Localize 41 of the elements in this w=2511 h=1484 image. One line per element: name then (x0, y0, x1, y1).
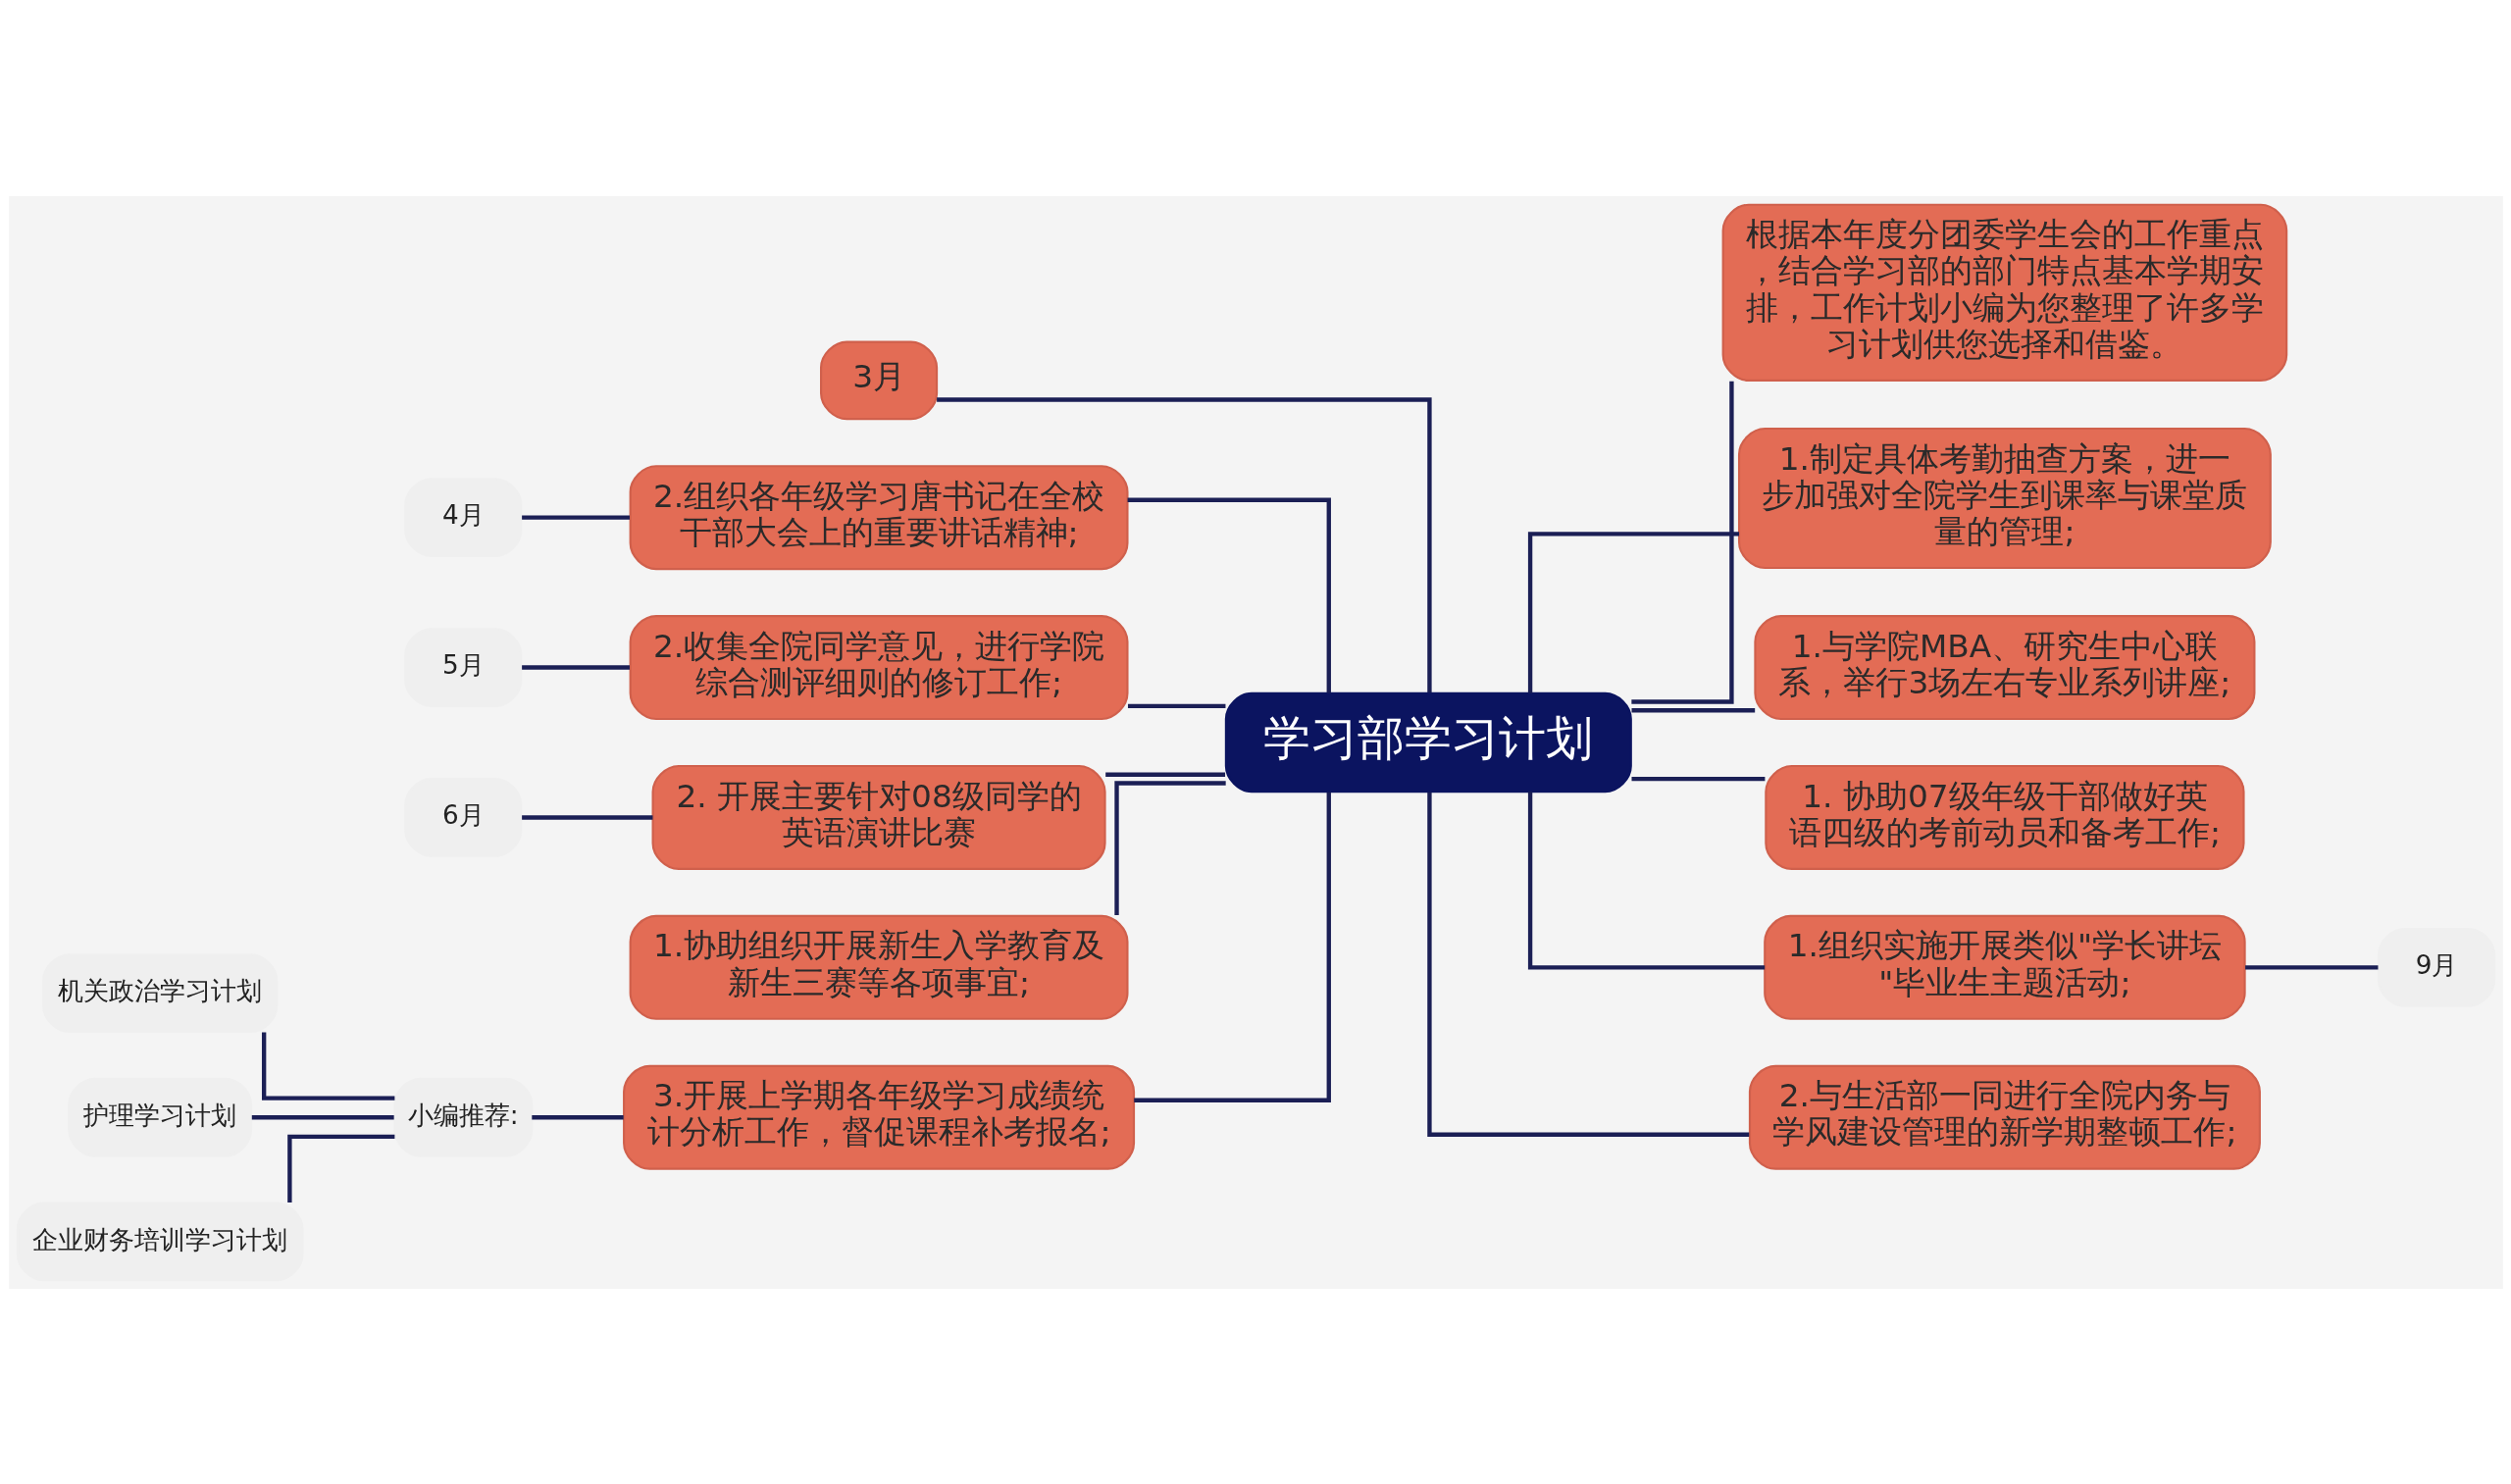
connector (521, 664, 630, 670)
connector (1426, 792, 1749, 1137)
node-text: 4月 (441, 499, 485, 530)
node-box: 2. 开展主要针对08级同学的英语演讲比赛 (651, 764, 1106, 870)
connector (261, 1031, 394, 1100)
connector (1631, 707, 1755, 712)
connector (1133, 792, 1331, 1102)
node-text: 护理学习计划 (82, 1100, 236, 1130)
node-box: 1.协助组织开展新生入学教育及新生三赛等各项事宜; (629, 914, 1129, 1020)
node-box: 1.制定具体考勤抽查方案，进一步加强对全院学生到课率与课堂质量的管理; (1737, 427, 2272, 569)
node-text: 小编推荐: (407, 1100, 519, 1130)
node-box: 1. 协助07级年级干部做好英语四级的考前动员和备考工作; (1764, 764, 2245, 870)
node-box: 2.收集全院同学意见，进行学院综合测评细则的修订工作; (629, 614, 1129, 720)
connector (1127, 703, 1225, 708)
connector (1527, 791, 1765, 970)
connector (1104, 772, 1225, 777)
node-box: 学习部学习计划 (1224, 691, 1632, 793)
node-box: 1.组织实施开展类似"学长讲坛"毕业生主题活动; (1763, 914, 2246, 1020)
connector (521, 514, 630, 520)
connector (1527, 531, 1739, 693)
node-text: 9月 (2415, 949, 2457, 980)
node-box: 1.与学院MBA、研究生中心联系，举行3场左右专业系列讲座; (1753, 614, 2255, 720)
node-box: 根据本年度分团委学生会的工作重点，结合学习部的部门特点基本学期安排，工作计划小编为您整理了许多学习计划供您选择和借鉴。 (1721, 203, 2287, 382)
node-box: 3.开展上学期各年级学习成绩统计分析工作，督促课程补考报名; (622, 1064, 1135, 1170)
node-text: 5月 (441, 649, 485, 680)
connector (531, 1114, 624, 1119)
connector (2244, 964, 2378, 970)
node-box: 2.组织各年级学习唐书记在全校干部大会上的重要讲话精神; (629, 464, 1129, 570)
connector (521, 814, 652, 820)
connector (1127, 497, 1331, 692)
connector (1630, 381, 1734, 704)
node-box: 2.与生活部一同进行全院内务与学风建设管理的新学期整顿工作; (1748, 1064, 2261, 1170)
connector (1631, 776, 1765, 781)
node-box: 3月 (819, 339, 938, 420)
node-text: 6月 (441, 799, 485, 830)
connector (251, 1114, 394, 1119)
node-text: 企业财务培训学习计划 (31, 1224, 287, 1254)
connector (936, 396, 1432, 692)
connector (1113, 780, 1226, 915)
node-text: 机关政治学习计划 (57, 975, 262, 1005)
connector (286, 1134, 394, 1203)
